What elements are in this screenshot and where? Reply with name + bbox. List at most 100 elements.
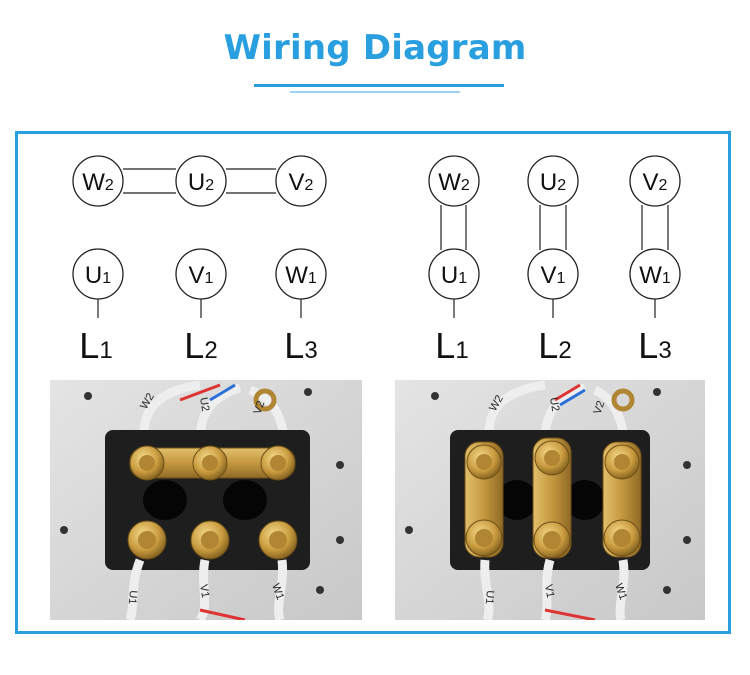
wire (615, 559, 629, 620)
star-line-l1-letter: L (79, 325, 99, 366)
terminal-stud (475, 529, 493, 547)
delta-line-l2: L2 (538, 325, 571, 366)
star-terminal-w1-letter: W (285, 262, 308, 289)
terminal-stud (201, 531, 219, 549)
star-terminal-u1-index: 1 (102, 270, 111, 287)
terminal-stud (476, 454, 492, 470)
svg-text:V2: V2 (643, 169, 668, 196)
star-terminal-u2-letter: U (188, 169, 205, 196)
svg-text:V1: V1 (189, 262, 214, 289)
terminal-stud (269, 531, 287, 549)
wire-red (179, 383, 221, 402)
title-underline (254, 84, 504, 87)
wire-blue (559, 388, 586, 407)
star-terminal-v2-letter: V (289, 169, 305, 196)
sleeve-label-w1: W1 (269, 582, 286, 602)
delta-terminal-w1-index: 1 (662, 270, 671, 287)
plate-hole (60, 526, 68, 534)
delta-line-l1-index: 1 (455, 337, 468, 364)
star-line-l3-index: 3 (304, 337, 317, 364)
terminal-cavity (143, 480, 187, 520)
sleeve-label-u1: U1 (126, 590, 139, 605)
star-terminal-block-photo: W2 U2 V2 U1 V1 W1 (50, 380, 362, 620)
wire (480, 559, 494, 620)
delta-terminal-v1-letter: V (541, 262, 557, 289)
star-terminal-w2-letter: W (82, 169, 105, 196)
svg-text:V1: V1 (541, 262, 566, 289)
plate-hole (336, 536, 344, 544)
delta-connection-diagram: W2 U2 V2 U1 V1 W1 L1 L2 L3 (428, 155, 681, 366)
wire-red (199, 608, 246, 620)
star-terminal-v2-index: 2 (305, 177, 314, 194)
terminal-stud (139, 455, 155, 471)
plate-hole (405, 526, 413, 534)
delta-terminal-v2-index: 2 (659, 177, 668, 194)
delta-terminal-w1-letter: W (639, 262, 662, 289)
terminal-stud (138, 531, 156, 549)
delta-line-l2-index: 2 (558, 337, 571, 364)
star-line-l1-index: 1 (99, 337, 112, 364)
ring-lug (253, 388, 277, 412)
sleeve-label-v2: V2 (252, 399, 268, 416)
sleeve-label-v1: V1 (197, 583, 211, 598)
terminal-stud (613, 529, 631, 547)
page-title: Wiring Diagram (223, 28, 527, 68)
star-terminal-w1-index: 1 (308, 270, 317, 287)
wire (125, 558, 145, 620)
sleeve-label-v2: V2 (592, 399, 608, 416)
star-line-l2-index: 2 (204, 337, 217, 364)
star-terminal-u1: U1 (72, 248, 124, 300)
terminal-stud (544, 450, 560, 466)
star-terminal-u2: U2 (175, 155, 227, 207)
delta-terminal-w2-index: 2 (461, 177, 470, 194)
svg-text:U2: U2 (540, 169, 566, 196)
delta-terminal-u1: U1 (428, 248, 480, 300)
svg-text:U1: U1 (441, 262, 467, 289)
delta-line-l1-letter: L (435, 325, 455, 366)
plate-hole (304, 388, 312, 396)
sleeve-label-v1: V1 (542, 583, 556, 598)
star-line-l2: L2 (184, 325, 217, 366)
terminal-stud (614, 454, 630, 470)
plate-hole (653, 388, 661, 396)
wire-red (554, 383, 581, 402)
star-terminal-u2-index: 2 (205, 177, 214, 194)
plate-hole (336, 461, 344, 469)
star-line-l3-letter: L (284, 325, 304, 366)
delta-line-l3-letter: L (638, 325, 658, 366)
delta-terminal-u1-letter: U (441, 262, 458, 289)
plate-hole (431, 392, 439, 400)
wire-blue (209, 383, 236, 402)
terminal-cavity (565, 480, 605, 520)
wire (540, 558, 555, 620)
star-connection-diagram: W2 U2 V2 U1 V1 W1 L1 L2 L3 (72, 155, 327, 366)
terminal-stud (270, 455, 286, 471)
plate-hole (316, 586, 324, 594)
wire (274, 559, 288, 620)
delta-terminal-v2: V2 (629, 155, 681, 207)
star-terminal-v1: V1 (175, 248, 227, 300)
plate-hole (84, 392, 92, 400)
star-terminal-w1: W1 (275, 248, 327, 300)
sleeve-label-u1: U1 (483, 590, 496, 605)
star-terminal-w2: W2 (72, 155, 124, 207)
wire-red (544, 608, 596, 620)
delta-terminal-v2-letter: V (643, 169, 659, 196)
delta-terminal-u2: U2 (527, 155, 579, 207)
delta-line-l3-index: 3 (658, 337, 671, 364)
plate-hole (663, 586, 671, 594)
star-line-l3: L3 (284, 325, 317, 366)
delta-terminal-u2-index: 2 (557, 177, 566, 194)
svg-text:U2: U2 (188, 169, 214, 196)
delta-terminal-u2-letter: U (540, 169, 557, 196)
delta-line-l3: L3 (638, 325, 671, 366)
wire (196, 559, 210, 620)
svg-text:W1: W1 (639, 262, 671, 289)
terminal-stud (543, 531, 561, 549)
delta-terminal-w2: W2 (428, 155, 480, 207)
sleeve-label-w1: W1 (612, 582, 629, 602)
terminal-cavity (497, 480, 537, 520)
title-underline-secondary (290, 91, 460, 93)
svg-text:W2: W2 (82, 169, 114, 196)
delta-line-l1: L1 (435, 325, 468, 366)
